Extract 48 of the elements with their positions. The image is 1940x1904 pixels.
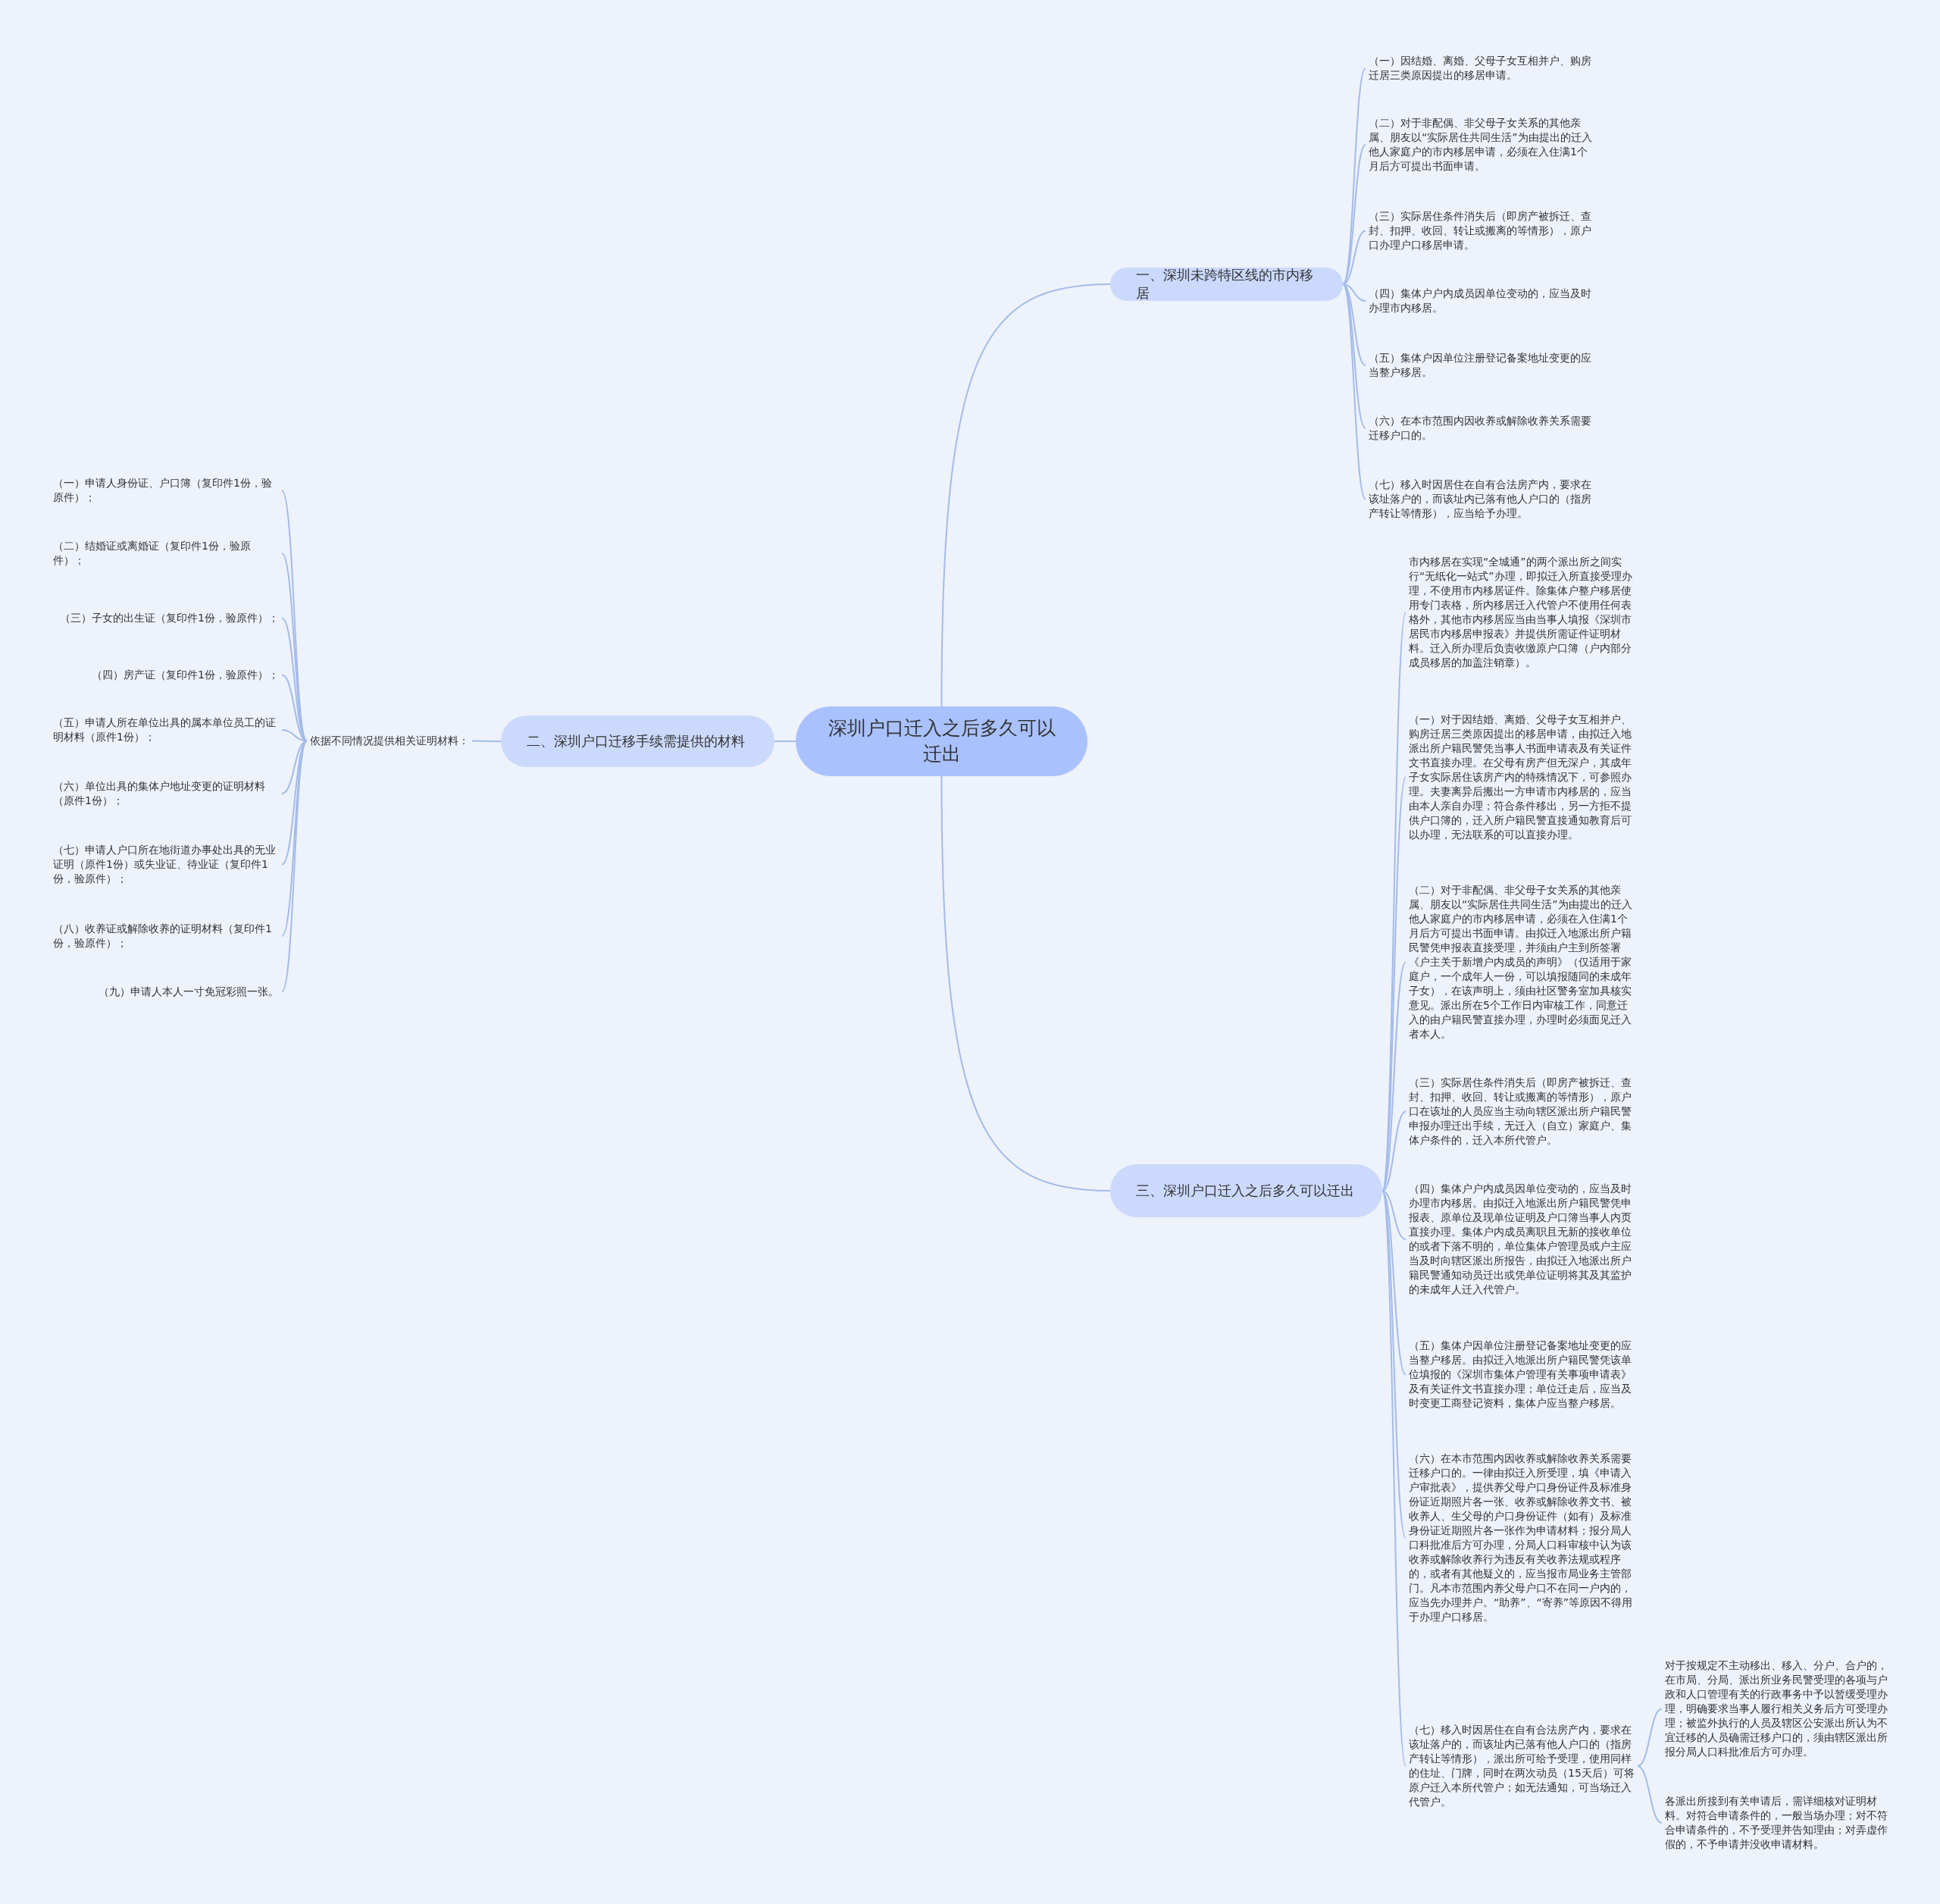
note-text: （五）集体户因单位注册登记备案地址变更的应当整户移居。: [1366, 349, 1597, 381]
connector-line: [1637, 1708, 1663, 1767]
note-text: 对于按规定不主动移出、移入、分户、合户的，在市局、分局、派出所业务民警受理的各项与户政和人口管理有关的行政事务中予以暂缓受理办理，明确要求当事人履行相关义务后方可受理办理；被监外执行的人员及辖区公安派出所认为不宜迁移的人员确需迁移户口的，须由辖区派出所报分局人口科批准后方可办理。: [1662, 1656, 1891, 1761]
note-text: （五）集体户因单位注册登记备案地址变更的应当整户移居。由拟迁入地派出所户籍民警凭该单位填报的《深圳市集体户管理有关事项申请表》及有关证件文书直接办理；单位迁走后，应当及时变更工商登记资料，集体户应当整户移居。: [1406, 1336, 1638, 1412]
note-text: （四）房产证（复印件1份，验原件）；: [89, 665, 282, 684]
connector-line: [940, 775, 1111, 1192]
connector-line: [1637, 1765, 1663, 1824]
note-text: （一）申请人身份证、户口簿（复印件1份，验原件）；: [50, 474, 282, 506]
connector-line: [1381, 1190, 1406, 1240]
connector-line: [1342, 230, 1366, 285]
note-text: （七）移入时因居住在自有合法房产内，要求在该址落户的，而该址内已落有他人户口的（指房产转让等情形），应当给予办理。: [1366, 475, 1597, 522]
note-text: （三）实际居住条件消失后（即房产被拆迁、查封、扣押、收回、转让或搬离的等情形），原户口在该址的人员应当主动向辖区派出所户籍民警申报办理迁出手续，无迁入（自立）家庭户、集体户条件的，迁入本所代管户。: [1406, 1073, 1638, 1149]
note-text: （六）单位出具的集体户地址变更的证明材料（原件1份）；: [50, 778, 282, 810]
note-text: （三）子女的出生证（复印件1份，验原件）；: [57, 609, 282, 627]
connector-line: [1342, 144, 1366, 285]
connector-line: [940, 283, 1111, 707]
note-text: （一）对于因结婚、离婚、父母子女互相并户、购房迁居三类原因提出的移居申请，由拟迁入地派出所户籍民警凭当事人书面申请表及有关证件文书直接办理。在父母有房产但无深户，其成年子女实际居住该房产内的特殊情况下，可参照办理。夫妻离异后搬出一方申请市内移居的，应当由本人亲自办理；符合条件移出，另一方拒不提供户口簿的，迁入所户籍民警直接通知教育后可以办理，无法联系的可以直接办理。: [1406, 710, 1638, 844]
note-text: 各派出所接到有关申请后，需详细核对证明材料。对符合申请条件的，一般当场办理；对不符合申请条件的，不予受理并告知理由；对弄虚作假的，不予申请并没收申请材料。: [1662, 1793, 1891, 1853]
note-text: （七）移入时因居住在自有合法房产内，要求在该址落户的，而该址内已落有他人户口的（指房产转让等情形），派出所可给予受理，使用同样的住址、门牌，同时在两次动员（15天后）可将原户迁入本所代管户；如无法通知，可当场迁入代管户。: [1406, 1721, 1638, 1811]
note-text: （三）实际居住条件消失后（即房产被拆迁、查封、扣押、收回、转让或搬离的等情形），原户口办理户口移居申请。: [1366, 207, 1597, 254]
connector-line: [1381, 961, 1406, 1192]
connector-line: [471, 740, 502, 742]
connector-line: [1381, 1190, 1406, 1767]
note-text: 市内移居在实现“全城通”的两个派出所之间实行“无纸化一站式”办理，即拟迁入所直接受理办理，不使用市内移居证件。除集体户整户移居使用专门表格，所内移居迁入代管户不使用任何表格外，其他市内移居应当由当事人填报《深圳市居民市内移居申报表》并提供所需证件证明材料。迁入所办理后负责收缴原户口簿（户内部分成员移居的加盖注销章）。: [1406, 553, 1638, 672]
connector-line: [1342, 67, 1366, 285]
note-text: （六）在本市范围内因收养或解除收养关系需要迁移户口的。: [1366, 412, 1597, 444]
note-text: （八）收养证或解除收养的证明材料（复印件1份，验原件）；: [50, 920, 282, 952]
connector-line: [1381, 1110, 1406, 1192]
note-text: （四）集体户户内成员因单位变动的，应当及时办理市内移居。由拟迁入地派出所户籍民警凭申报表、原单位及现单位证明及户口簿当事人内页直接办理。集体户内成员离职且无新的接收单位的或者下落不明的，单位集体户管理员或户主应当及时向辖区派出所报告，由拟迁入地派出所户籍民警通知动员迁出或凭单位证明将其及其监护的未成年人迁入代管户。: [1406, 1180, 1638, 1298]
note-text: （九）申请人本人一寸免冠彩照一张。: [95, 982, 282, 1001]
central-topic: 深圳户口迁入之后多久可以迁出: [796, 706, 1087, 776]
connector-line: [1342, 283, 1366, 500]
note-text: （二）对于非配偶、非父母子女关系的其他亲属、朋友以“实际居住共同生活”为由提出的迁入他人家庭户的市内移居申请，必须在入住满1个月后方可提出书面申请。由拟迁入地派出所户籍民警凭申报表直接受理，并须由户主到所签署《户主关于新增户内成员的声明》（仅适用于家庭户，一个成年人一份，可以填报随同的未成年子女），在该声明上，须由社区警务室加具核实意见。派出所在5个工作日内审核工作，同意迁入的由户籍民警直接办理，办理时必须面见迁入者本人。: [1406, 881, 1638, 1043]
topic-pill: 一、深圳未跨特区线的市内移居: [1110, 268, 1343, 301]
topic-pill: 二、深圳户口迁移手续需提供的材料: [501, 716, 774, 767]
note-text: （五）申请人所在单位出具的属本单位员工的证明材料（原件1份）；: [50, 714, 282, 746]
connector-line: [774, 741, 796, 742]
note-text: （二）对于非配偶、非父母子女关系的其他亲属、朋友以“实际居住共同生活”为由提出的迁入他人家庭户的市内移居申请，必须在入住满1个月后方可提出书面申请。: [1366, 114, 1597, 175]
note-text: （六）在本市范围内因收养或解除收养关系需要迁移户口的。一律由拟迁入所受理，填《申请入户审批表》，提供养父母户口身份证件及标准身份证近期照片各一张、收养或解除收养文书、被收养人、生父母的户口身份证件（如有）及标准身份证近期照片各一张作为申请材料；报分局人口科批准后方可办理，分局人口科审核中认为该收养或解除收养行为违反有关收养法规或程序的，或者有其他疑义的，应当报市局业务主管部门。凡本市范围内养父母户口不在同一户内的，应当先办理并户。“助养”、“寄养”等原因不得用于办理户口移居。: [1406, 1450, 1638, 1626]
connector-line: [281, 740, 308, 993]
topic-pill: 三、深圳户口迁入之后多久可以迁出: [1110, 1164, 1382, 1217]
note-text: （四）集体户户内成员因单位变动的，应当及时办理市内移居。: [1366, 285, 1597, 317]
note-text: （二）结婚证或离婚证（复印件1份，验原件）；: [50, 537, 282, 569]
note-text: （七）申请人户口所在地街道办事处出具的无业证明（原件1份）或失业证、待业证（复印件1份，验原件）；: [50, 841, 282, 888]
branch-text: 依据不同情况提供相关证明材料：: [307, 731, 472, 750]
connector-line: [281, 740, 308, 937]
note-text: （一）因结婚、离婚、父母子女互相并户、购房迁居三类原因提出的移居申请。: [1366, 52, 1597, 84]
connector-line: [1381, 1190, 1406, 1376]
